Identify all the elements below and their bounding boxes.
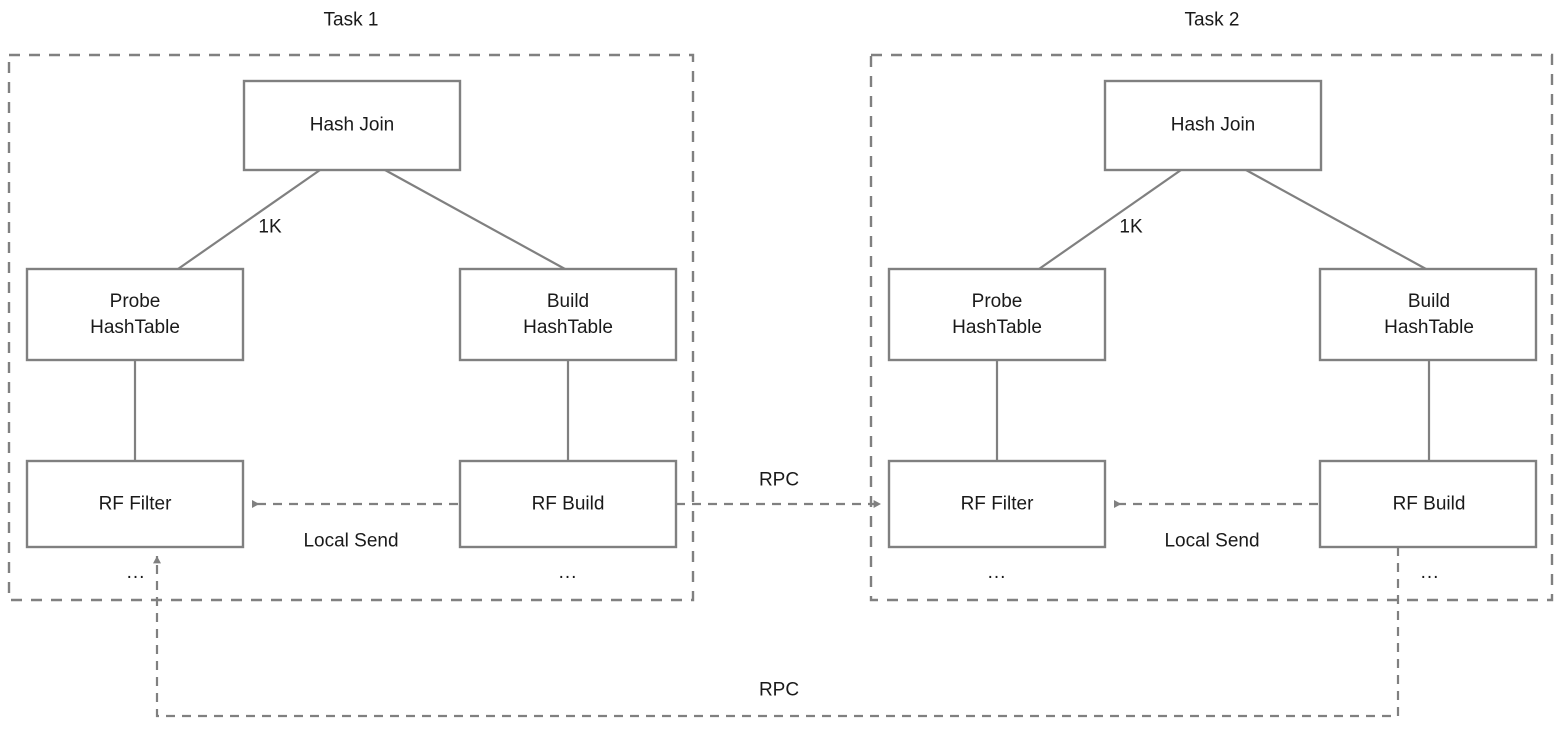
task-2-ellipsis-left: ... xyxy=(987,562,1007,583)
task-1-boundary xyxy=(7,53,695,602)
task-1-rf-filter-box[interactable] xyxy=(25,459,245,549)
task-1-edge-hashjoin-build xyxy=(384,169,566,270)
task-2-rf-filter-box[interactable] xyxy=(887,459,1107,549)
task-1-probe-hashtable-box[interactable] xyxy=(25,267,245,362)
task-2-boundary xyxy=(869,53,1554,602)
task-1-rf-build-box[interactable] xyxy=(458,459,678,549)
task-2-hash-join-box[interactable] xyxy=(1103,79,1323,172)
task-2-probe-hashtable-box[interactable] xyxy=(887,267,1107,362)
task-1-build-hashtable-box[interactable] xyxy=(458,267,678,362)
task-2-edge-hashjoin-probe xyxy=(1038,169,1182,270)
task-2-build-hashtable-box[interactable] xyxy=(1318,267,1538,362)
task-1-hash-join-box[interactable] xyxy=(242,79,462,172)
task-2-edge-hashjoin-build xyxy=(1245,169,1427,270)
rpc-bottom-arrow xyxy=(153,547,1400,718)
task-2-ellipsis-right: ... xyxy=(1420,562,1440,583)
task-1-edge-hashjoin-probe xyxy=(177,169,321,270)
task-2-rf-build-box[interactable] xyxy=(1318,459,1538,549)
task-1-ellipsis-left: ... xyxy=(126,562,146,583)
task-1-ellipsis-right: ... xyxy=(558,562,578,583)
